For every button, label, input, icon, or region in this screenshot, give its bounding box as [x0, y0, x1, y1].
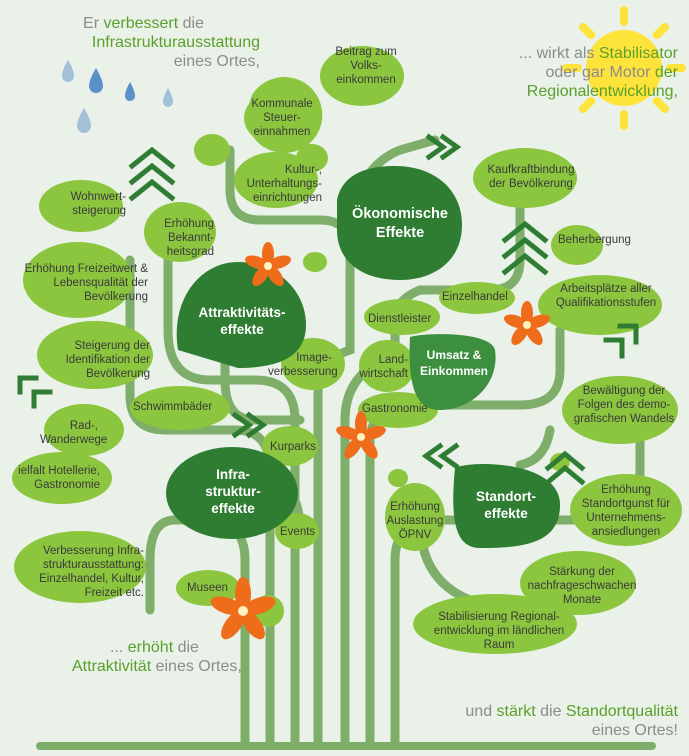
quote-bottom-right-line1: und stärkt die Standortqualität: [400, 702, 678, 721]
quote-highlight: Standortqualität: [565, 703, 678, 720]
leaf-kaufkraftbindung: Kaufkraftbindung der Bevölkerung: [487, 164, 575, 190]
flower-icon: [210, 577, 276, 640]
leaf-bekanntheitsgrad: Erhöhung Bekannt-heitsgrad: [164, 218, 214, 258]
quote-highlight: Stabilisator: [598, 45, 678, 62]
quote-text: eines Ortes!: [591, 722, 678, 739]
leaf-standortgunst: Erhöhung Standortgunst für Unternehmens-…: [581, 484, 671, 538]
quote-text: ...: [110, 639, 128, 656]
quote-bottom-left-line1: ... erhöht die: [72, 638, 292, 657]
quote-highlight: der: [654, 64, 678, 81]
leaf-oepnv: Erhöhung Auslastung ÖPNV: [386, 501, 444, 541]
quote-text: die: [173, 639, 199, 656]
leaf-imageverbesserung: Image-verbesserung: [268, 352, 338, 378]
leaf-gastronomie: Gastronomie: [362, 403, 428, 415]
quote-highlight: Infrastrukturausstattung: [91, 34, 260, 51]
leaf-einzelhandel: Einzelhandel: [442, 291, 508, 303]
hub-standort: Standort-effekte: [476, 489, 536, 521]
rain-drops: [62, 60, 173, 133]
leaf-dienstleister: Dienstleister: [368, 313, 432, 325]
quote-text: ... wirkt als: [518, 45, 599, 62]
quote-highlight: stärkt: [496, 703, 536, 720]
leaf-kommunale-steuereinnahmen: Kommunale Steuer-einnahmen: [251, 98, 313, 138]
hub-infrastruktur: Infra-struktur-effekte: [205, 467, 261, 516]
quote-highlight: Attraktivität: [72, 658, 152, 675]
leaf-staerkung-monate: Stärkung der nachfrageschwachen Monate: [527, 566, 637, 606]
quote-top-right-line2: oder gar Motor der: [462, 63, 678, 82]
quote-top-right-line1: ... wirkt als Stabilisator: [462, 44, 678, 63]
quote-text: und: [465, 703, 497, 720]
quote-text: eines Ortes,: [173, 53, 260, 70]
hub-umsatz: Umsatz & Einkommen: [419, 348, 488, 378]
quote-highlight: verbessert: [103, 15, 179, 32]
quote-top-left: Er verbessert die Infrastrukturausstattu…: [20, 14, 260, 71]
leaf-schwimmbaeder: Schwimmbäder: [133, 401, 213, 413]
quote-text: die: [535, 703, 566, 720]
hub-shapes: [166, 166, 560, 548]
quote-top-left-line1: Er verbessert die: [20, 14, 260, 33]
quote-text: eines Ortes,: [151, 658, 242, 675]
quote-text: oder gar Motor: [545, 64, 655, 81]
quote-text: Er: [83, 15, 104, 32]
quote-highlight: erhöht: [127, 639, 174, 656]
leaf-freizeitwert: Erhöhung Freizeitwert & Lebensqualität d…: [24, 263, 148, 303]
leaf-museen: Museen: [187, 582, 228, 594]
quote-bottom-right: und stärkt die Standortqualität eines Or…: [400, 702, 678, 740]
leaf-radwege: Rad-, Wanderwege: [40, 420, 108, 446]
hub-attraktivitaet: Attraktivitäts-effekte: [198, 305, 286, 337]
leaf-wohnwertsteigerung: Wohnwert-steigerung: [70, 191, 126, 217]
leaf-stabilisierung: Stabilisierung Regional-entwicklung im l…: [433, 611, 565, 651]
sun-icon: [562, 6, 686, 130]
leaf-hotellerie: ielfalt Hotellerie, Gastronomie: [18, 465, 100, 491]
quote-bottom-left-line2: Attraktivität eines Ortes,: [72, 657, 292, 676]
leaf-kultur-unterhaltung: Kultur-, Unterhaltungs-einrichtungen: [246, 164, 322, 204]
leaf-events: Events: [280, 526, 316, 538]
leaf-verbesserung-infrastruktur: Verbesserung Infra-strukturausstattung: …: [39, 545, 144, 599]
quote-text: die: [178, 15, 204, 32]
leaf-beitrag-volkseinkommen: Beitrag zum Volks-einkommen: [335, 46, 397, 86]
hub-oekonomisch: Ökonomische Effekte: [352, 206, 448, 241]
leaf-beherbergung: Beherbergung: [558, 234, 631, 246]
quote-highlight: Regionalentwicklung,: [526, 83, 678, 100]
leaf-landwirtschaft: Land-wirtschaft: [359, 354, 408, 380]
flower-icon: [504, 301, 550, 346]
flower-icon: [245, 242, 291, 287]
quote-top-right: ... wirkt als Stabilisator oder gar Moto…: [462, 44, 678, 101]
leaf-identifikation: Steigerung der Identifikation der Bevölk…: [65, 340, 150, 380]
leaf-demografie: Bewältigung der Folgen des demo-grafisch…: [573, 385, 675, 425]
leaf-kurparks: Kurparks: [270, 441, 317, 453]
quote-bottom-left: ... erhöht die Attraktivität eines Ortes…: [72, 638, 292, 676]
leaf-shapes: [12, 46, 682, 654]
flower-icon: [336, 411, 386, 459]
arrow-chevrons: [17, 133, 639, 486]
leaf-arbeitsplaetze: Arbeitsplätze aller Qualifikationsstufen: [555, 283, 657, 309]
